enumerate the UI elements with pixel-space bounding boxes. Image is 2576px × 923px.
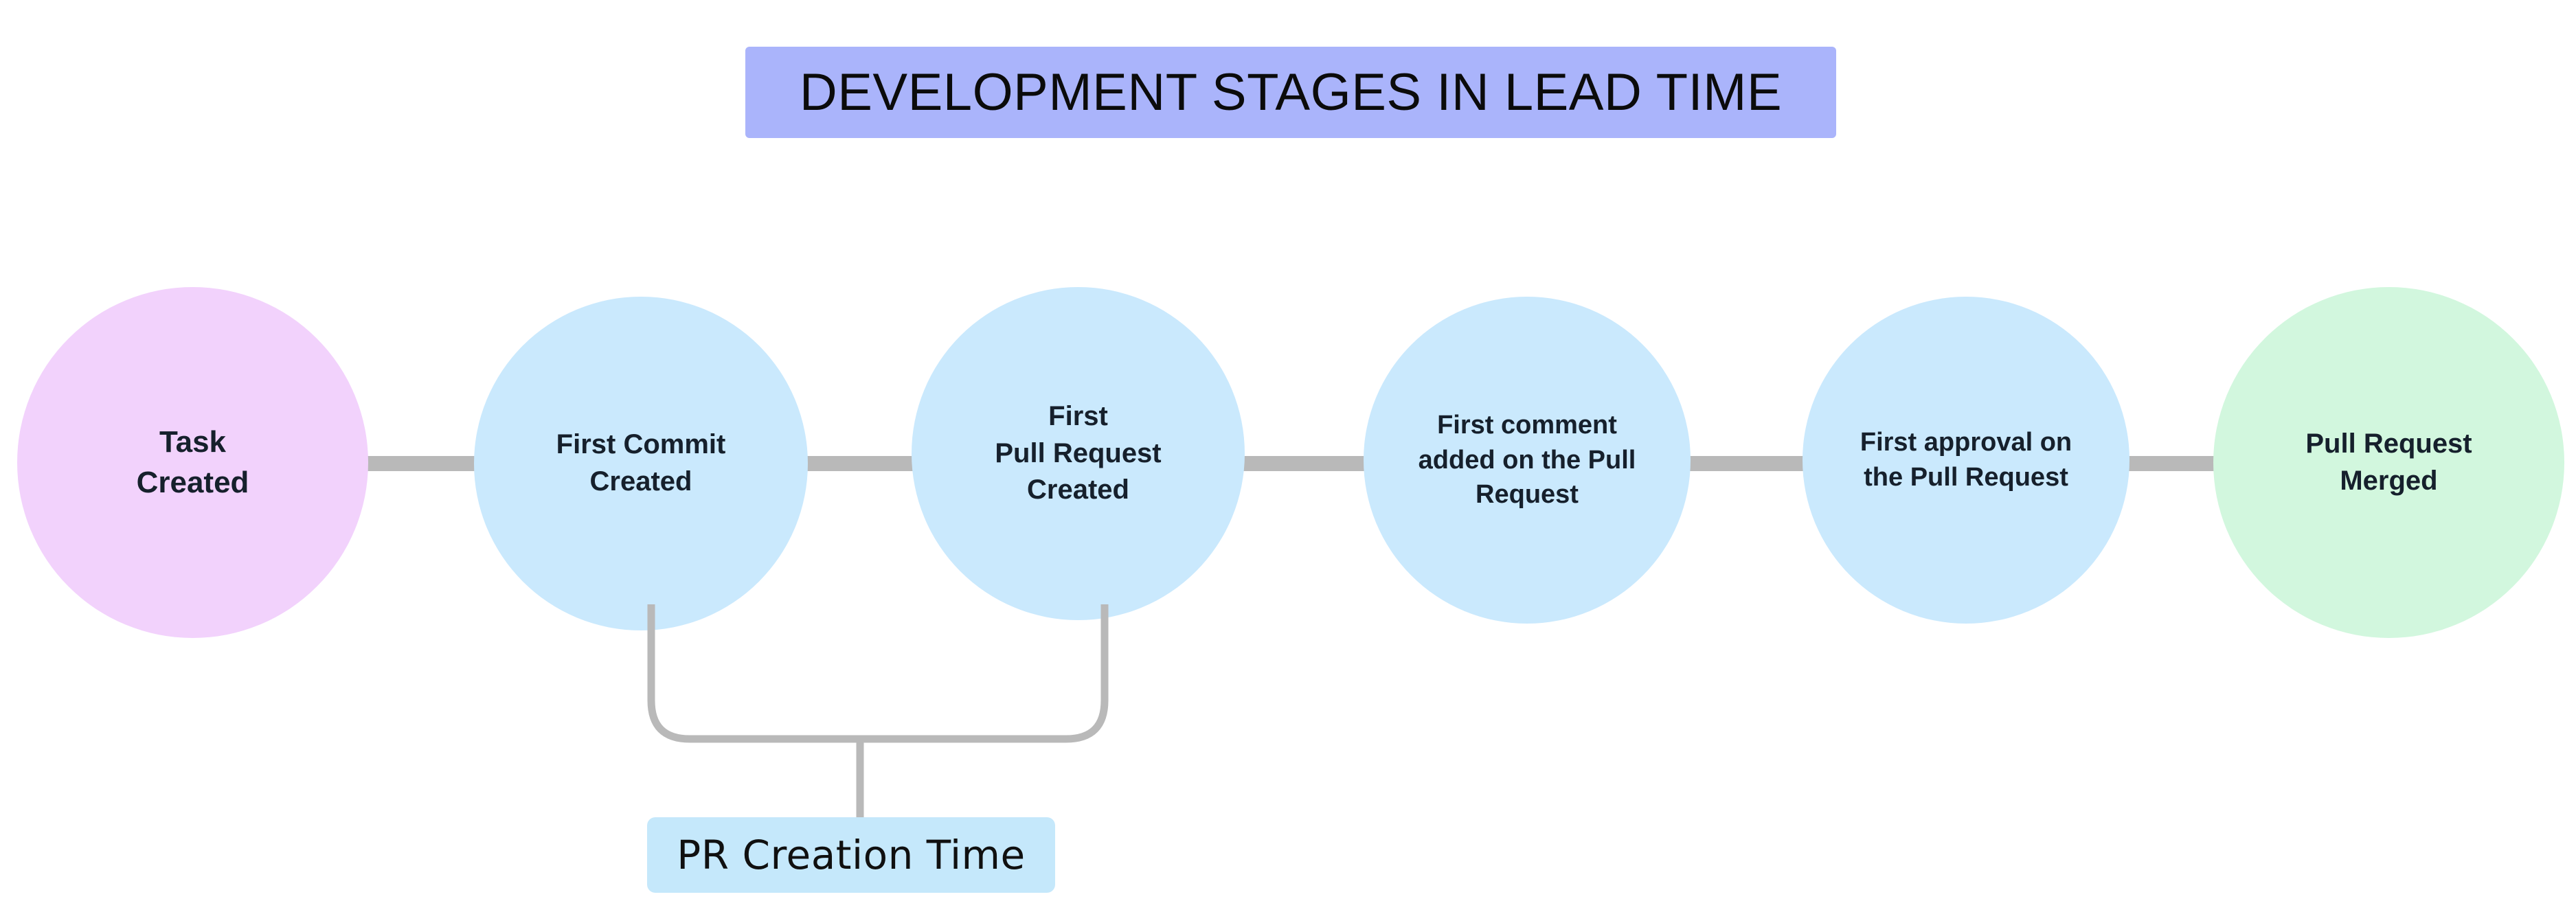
stage-label: First Commit Created — [556, 429, 726, 497]
connector-first-commit-created-to-first-pull-request-created — [802, 456, 918, 471]
annotation-label: PR Creation Time — [677, 832, 1026, 878]
stage-label: First comment added on the Pull Request — [1418, 410, 1636, 510]
connector-first-pull-request-created-to-first-comment-on-pr — [1239, 456, 1368, 471]
stage-label: Pull Request Merged — [2305, 428, 2472, 496]
stage-label: First Pull Request Created — [995, 401, 1162, 505]
stage-node-first-approval-on-pr[interactable]: First approval on the Pull Request — [1803, 297, 2129, 624]
connector-first-comment-on-pr-to-first-approval-on-pr — [1686, 456, 1807, 471]
stage-node-first-commit-created[interactable]: First Commit Created — [474, 297, 808, 630]
page-title: DEVELOPMENT STAGES IN LEAD TIME — [799, 62, 1783, 122]
connector-task-created-to-first-commit-created — [363, 456, 478, 471]
stage-node-task-created[interactable]: Task Created — [17, 287, 368, 638]
diagram-title-banner: DEVELOPMENT STAGES IN LEAD TIME — [745, 47, 1836, 138]
annotation-pr-creation-time[interactable]: PR Creation Time — [647, 817, 1055, 893]
stage-node-first-comment-on-pr[interactable]: First comment added on the Pull Request — [1364, 297, 1691, 624]
connector-first-approval-on-pr-to-pull-request-merged — [2125, 456, 2217, 471]
stage-label: First approval on the Pull Request — [1860, 428, 2072, 492]
stage-label: Task Created — [136, 424, 249, 499]
stage-node-first-pull-request-created[interactable]: First Pull Request Created — [912, 287, 1245, 620]
stage-node-pull-request-merged[interactable]: Pull Request Merged — [2213, 287, 2564, 638]
pr-creation-time-bracket — [647, 604, 1109, 817]
